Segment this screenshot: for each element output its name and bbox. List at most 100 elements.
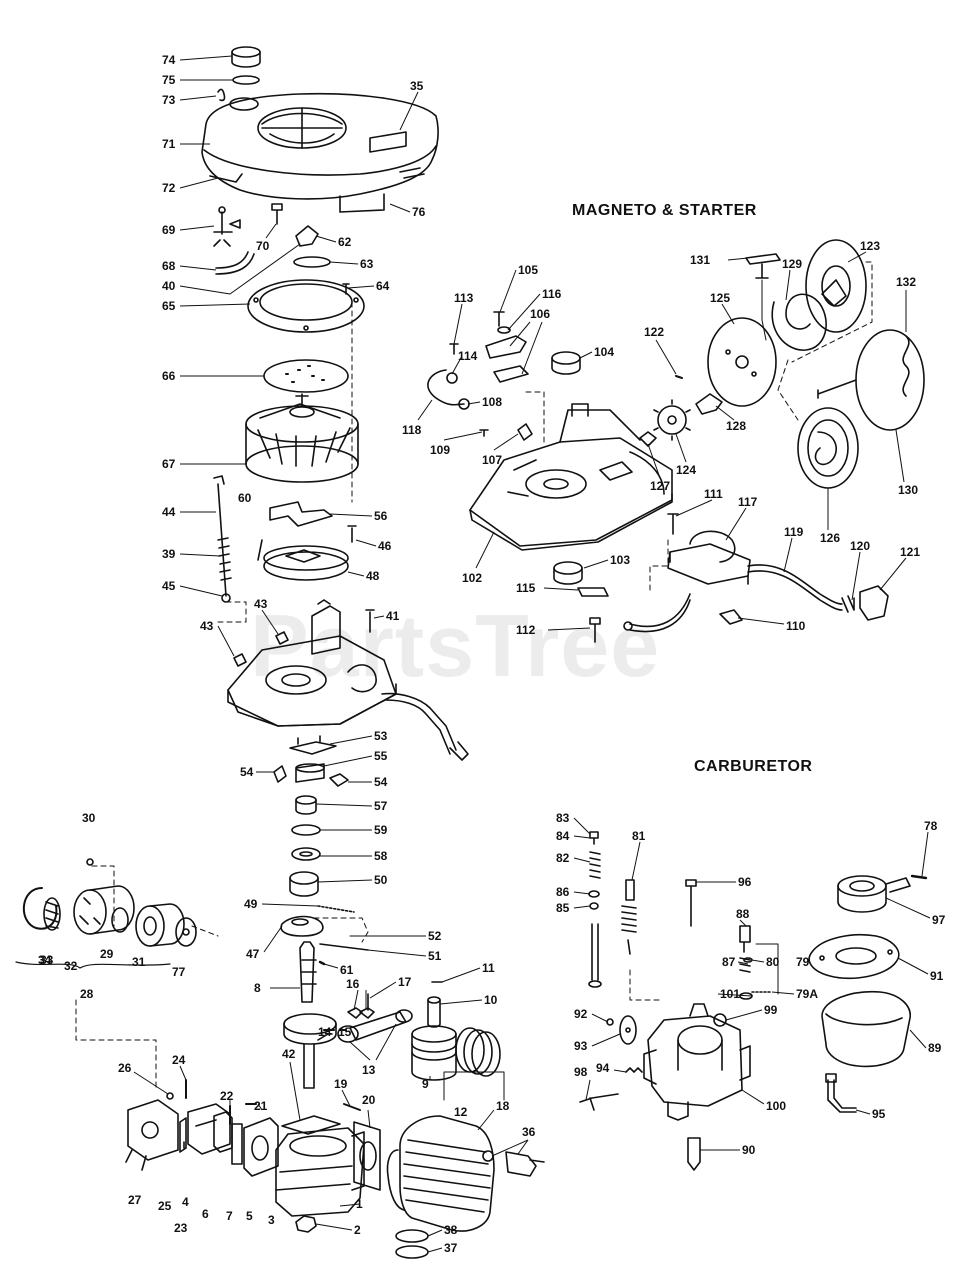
callout-14[interactable]: 14 — [318, 1025, 332, 1039]
callout-70[interactable]: 70 — [256, 239, 270, 253]
callout-29[interactable]: 29 — [100, 947, 114, 961]
callout-124[interactable]: 124 — [676, 463, 697, 477]
callout-119[interactable]: 119 — [784, 525, 804, 539]
callout-65[interactable]: 65 — [162, 299, 176, 313]
callout-54-right[interactable]: 54 — [374, 775, 388, 789]
callout-95[interactable]: 95 — [872, 1107, 886, 1121]
callout-8[interactable]: 8 — [254, 981, 261, 995]
callout-100[interactable]: 100 — [766, 1099, 787, 1113]
callout-84[interactable]: 84 — [556, 829, 570, 843]
callout-21[interactable]: 21 — [254, 1099, 268, 1113]
callout-126[interactable]: 126 — [820, 531, 841, 545]
callout-80[interactable]: 80 — [766, 955, 780, 969]
callout-102[interactable]: 102 — [462, 571, 483, 585]
callout-15[interactable]: 15 — [338, 1025, 352, 1039]
callout-18[interactable]: 18 — [496, 1099, 510, 1113]
callout-116[interactable]: 116 — [542, 287, 562, 301]
callout-107[interactable]: 107 — [482, 453, 503, 467]
callout-55[interactable]: 55 — [374, 749, 388, 763]
callout-37[interactable]: 37 — [444, 1241, 458, 1255]
callout-34[interactable]: 34 — [38, 953, 52, 967]
callout-28[interactable]: 28 — [80, 987, 94, 1001]
callout-42[interactable]: 42 — [282, 1047, 296, 1061]
callout-32[interactable]: 32 — [64, 959, 78, 973]
callout-121[interactable]: 121 — [900, 545, 921, 559]
callout-87[interactable]: 87 — [722, 955, 736, 969]
callout-41[interactable]: 41 — [386, 609, 400, 623]
callout-35[interactable]: 35 — [410, 79, 424, 93]
callout-103[interactable]: 103 — [610, 553, 631, 567]
callout-50[interactable]: 50 — [374, 873, 388, 887]
callout-69[interactable]: 69 — [162, 223, 176, 237]
callout-83[interactable]: 83 — [556, 811, 570, 825]
callout-58[interactable]: 58 — [374, 849, 388, 863]
callout-112[interactable]: 112 — [516, 623, 536, 637]
callout-122[interactable]: 122 — [644, 325, 665, 339]
callout-11[interactable]: 11 — [482, 961, 495, 975]
callout-12[interactable]: 12 — [454, 1105, 468, 1119]
callout-68[interactable]: 68 — [162, 259, 176, 273]
callout-61[interactable]: 61 — [340, 963, 354, 977]
callout-4[interactable]: 4 — [182, 1195, 189, 1209]
callout-3[interactable]: 3 — [268, 1213, 275, 1227]
callout-16[interactable]: 16 — [346, 977, 360, 991]
callout-90[interactable]: 90 — [742, 1143, 756, 1157]
callout-30[interactable]: 30 — [82, 811, 96, 825]
callout-51[interactable]: 51 — [428, 949, 442, 963]
callout-36[interactable]: 36 — [522, 1125, 536, 1139]
callout-62[interactable]: 62 — [338, 235, 352, 249]
callout-23[interactable]: 23 — [174, 1221, 188, 1235]
callout-99[interactable]: 99 — [764, 1003, 778, 1017]
callout-78[interactable]: 78 — [924, 819, 938, 833]
callout-120[interactable]: 120 — [850, 539, 871, 553]
callout-45[interactable]: 45 — [162, 579, 176, 593]
callout-54-left[interactable]: 54 — [240, 765, 254, 779]
callout-46[interactable]: 46 — [378, 539, 392, 553]
callout-125[interactable]: 125 — [710, 291, 731, 305]
callout-25[interactable]: 25 — [158, 1199, 172, 1213]
callout-56[interactable]: 56 — [374, 509, 388, 523]
callout-89[interactable]: 89 — [928, 1041, 942, 1055]
callout-85[interactable]: 85 — [556, 901, 570, 915]
callout-63[interactable]: 63 — [360, 257, 374, 271]
callout-40[interactable]: 40 — [162, 279, 176, 293]
callout-93[interactable]: 93 — [574, 1039, 588, 1053]
callout-94[interactable]: 94 — [596, 1061, 610, 1075]
callout-72[interactable]: 72 — [162, 181, 176, 195]
callout-20[interactable]: 20 — [362, 1093, 376, 1107]
callout-88[interactable]: 88 — [736, 907, 750, 921]
callout-39[interactable]: 39 — [162, 547, 176, 561]
callout-5[interactable]: 5 — [246, 1209, 253, 1223]
callout-115[interactable]: 115 — [516, 581, 536, 595]
callout-60[interactable]: 60 — [238, 491, 252, 505]
callout-92[interactable]: 92 — [574, 1007, 588, 1021]
callout-101[interactable]: 101 — [720, 987, 741, 1001]
callout-105[interactable]: 105 — [518, 263, 539, 277]
callout-77[interactable]: 77 — [172, 965, 186, 979]
callout-91[interactable]: 91 — [930, 969, 944, 983]
callout-130[interactable]: 130 — [898, 483, 919, 497]
callout-6[interactable]: 6 — [202, 1207, 209, 1221]
callout-49[interactable]: 49 — [244, 897, 258, 911]
callout-108[interactable]: 108 — [482, 395, 503, 409]
callout-86[interactable]: 86 — [556, 885, 570, 899]
callout-127[interactable]: 127 — [650, 479, 671, 493]
callout-98[interactable]: 98 — [574, 1065, 588, 1079]
callout-114[interactable]: 114 — [458, 349, 478, 363]
callout-79A[interactable]: 79A — [796, 987, 819, 1001]
callout-81[interactable]: 81 — [632, 829, 646, 843]
callout-47[interactable]: 47 — [246, 947, 260, 961]
callout-52[interactable]: 52 — [428, 929, 442, 943]
callout-79[interactable]: 79 — [796, 955, 810, 969]
callout-22[interactable]: 22 — [220, 1089, 234, 1103]
callout-26[interactable]: 26 — [118, 1061, 132, 1075]
callout-59[interactable]: 59 — [374, 823, 388, 837]
callout-129[interactable]: 129 — [782, 257, 803, 271]
callout-66[interactable]: 66 — [162, 369, 176, 383]
callout-43-lower[interactable]: 43 — [200, 619, 214, 633]
callout-123[interactable]: 123 — [860, 239, 881, 253]
callout-82[interactable]: 82 — [556, 851, 570, 865]
callout-13[interactable]: 13 — [362, 1063, 376, 1077]
callout-97[interactable]: 97 — [932, 913, 946, 927]
callout-17[interactable]: 17 — [398, 975, 412, 989]
